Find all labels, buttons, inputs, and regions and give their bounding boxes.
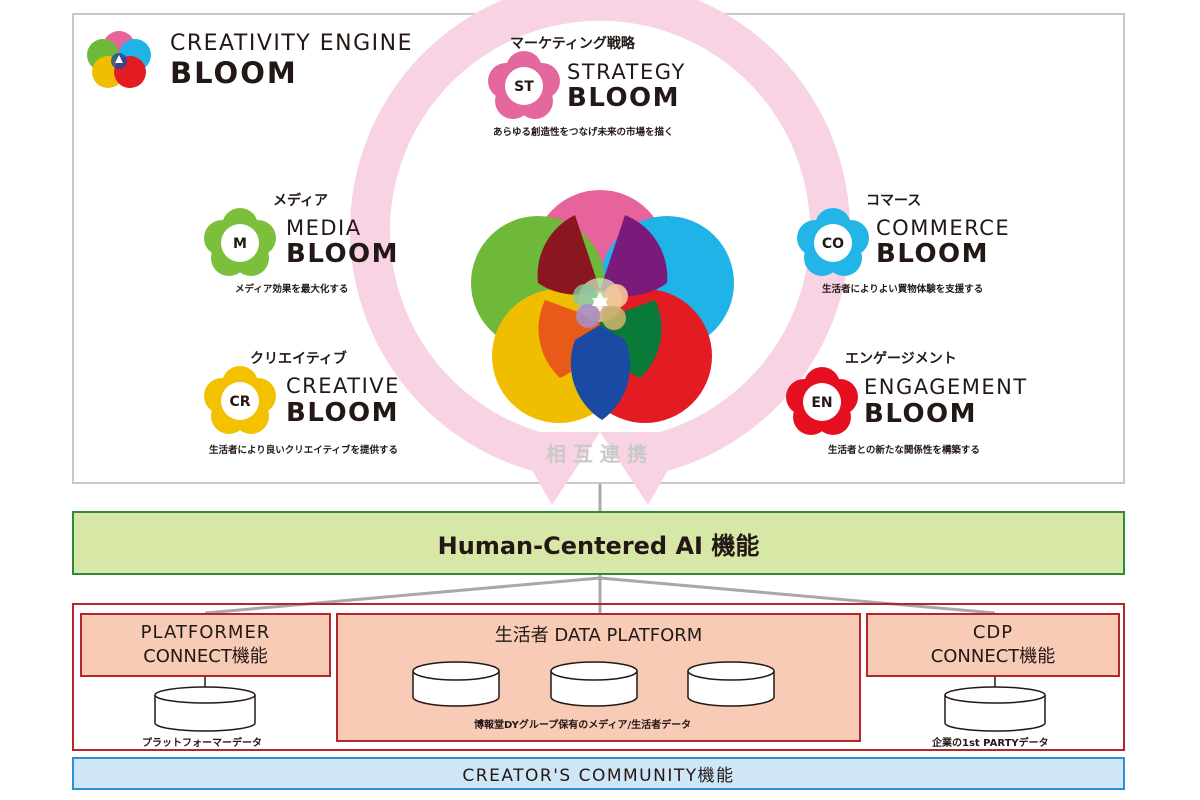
- data-platform-panel: [72, 603, 1125, 751]
- badge-strategy: ST: [488, 51, 560, 119]
- badge-text: EN: [811, 395, 832, 411]
- commerce-description: 生活者によりよい買物体験を支援する: [822, 284, 984, 295]
- first-party-database-icon: [944, 686, 1046, 732]
- first-party-data-caption: 企業の1st PARTYデータ: [932, 738, 1049, 749]
- strategy-jp-label: マーケティング戦略: [510, 36, 635, 52]
- brand-title-line2: BLOOM: [170, 56, 298, 90]
- media-name-line1: MEDIA: [286, 216, 362, 240]
- engagement-name-line2: BLOOM: [864, 399, 978, 429]
- commerce-name-line1: COMMERCE: [876, 216, 1011, 240]
- media-jp-label: メディア: [273, 193, 329, 209]
- connector-lines: [204, 484, 996, 615]
- platformer-connect-line2: CONNECT機能: [143, 646, 268, 667]
- consumer-data-platform-title: 生活者 DATA PLATFORM: [494, 625, 703, 646]
- strategy-description: あらゆる創造性をつなげ未来の市場を描く: [493, 127, 674, 138]
- creative-jp-label: クリエイティブ: [250, 351, 347, 367]
- creators-community-bar: CREATOR'S COMMUNITY機能: [72, 757, 1125, 790]
- center-flower-icon: [471, 190, 734, 423]
- platformer-connect-box: PLATFORMER CONNECT機能: [80, 613, 331, 677]
- badge-text: CR: [229, 394, 250, 410]
- badge-creative: CR: [204, 366, 276, 434]
- consumer-database-icon-1: [412, 661, 500, 707]
- brand-title-line1: CREATIVITY ENGINE: [170, 31, 413, 56]
- badge-text: M: [233, 236, 247, 252]
- platformer-data-caption: プラットフォーマーデータ: [142, 738, 262, 749]
- commerce-jp-label: コマース: [866, 193, 922, 209]
- consumer-database-icon-2: [550, 661, 638, 707]
- consumer-database-icon-3: [687, 661, 775, 707]
- mutual-collaboration-label: 相互連携: [546, 442, 654, 466]
- engagement-description: 生活者との新たな関係性を構築する: [828, 445, 980, 456]
- commerce-name-line2: BLOOM: [876, 239, 990, 269]
- creative-name-line2: BLOOM: [286, 398, 400, 428]
- creative-name-line1: CREATIVE: [286, 374, 400, 398]
- badge-text: ST: [514, 79, 534, 95]
- badge-engagement: EN: [786, 367, 858, 435]
- ai-function-label: Human-Centered AI 機能: [437, 531, 760, 560]
- ai-function-bar: Human-Centered AI 機能: [72, 511, 1125, 575]
- cdp-connect-box: CDP CONNECT機能: [866, 613, 1120, 677]
- badge-text: CO: [822, 236, 844, 252]
- media-description: メディア効果を最大化する: [235, 284, 349, 295]
- media-name-line2: BLOOM: [286, 239, 400, 269]
- cycle-arrow: [350, 0, 850, 505]
- cdp-connect-line1: CDP: [972, 622, 1014, 643]
- engagement-jp-label: エンゲージメント: [845, 351, 957, 367]
- engagement-name-line1: ENGAGEMENT: [864, 375, 1028, 399]
- cdp-connect-line2: CONNECT機能: [930, 646, 1056, 667]
- platformer-connect-line1: PLATFORMER: [140, 622, 271, 643]
- creative-description: 生活者により良いクリエイティブを提供する: [209, 445, 399, 456]
- strategy-name-line1: STRATEGY: [567, 60, 686, 84]
- badge-media: M: [204, 208, 276, 276]
- badge-commerce: CO: [797, 208, 869, 276]
- platformer-database-icon: [154, 686, 256, 732]
- creativity-engine-logo: [87, 31, 151, 88]
- creators-community-label: CREATOR'S COMMUNITY機能: [462, 766, 735, 786]
- strategy-name-line2: BLOOM: [567, 83, 681, 113]
- consumer-data-caption: 博報堂DYグループ保有のメディア/生活者データ: [474, 720, 692, 731]
